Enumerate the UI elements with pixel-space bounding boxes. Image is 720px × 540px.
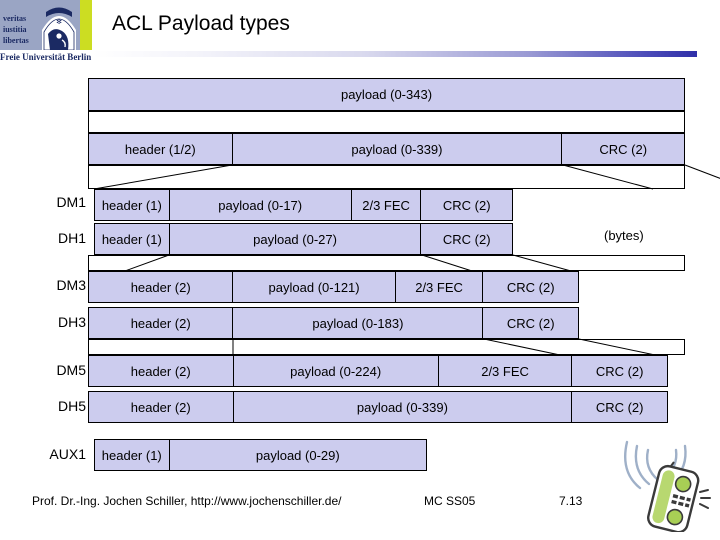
cell-overview-crc: CRC (2) <box>562 134 684 164</box>
cell-dm3-crc: CRC (2) <box>483 272 578 302</box>
cell-dm5-payload: payload (0-224) <box>233 356 439 386</box>
row-dh5: header (2) payload (0-339) CRC (2) <box>88 391 668 423</box>
row-label-dh3: DH3 <box>57 314 86 330</box>
fu-berlin-logo: veritas iustitia libertas ✻ Freie Univer… <box>0 0 92 62</box>
row-dh1: header (1) payload (0-27) CRC (2) <box>94 223 513 255</box>
band-spacer-2 <box>88 165 685 189</box>
cell-dm5-fec: 2/3 FEC <box>438 356 573 386</box>
logo-motto-line-2: iustitia <box>3 25 27 34</box>
cell-dm1-crc: CRC (2) <box>421 190 512 220</box>
cell-overview-payload: payload (0-339) <box>232 134 563 164</box>
mobile-phone-icon <box>612 432 716 534</box>
page-title: ACL Payload types <box>112 12 290 35</box>
logo-accent-stripe <box>80 0 92 50</box>
cell-aux1-payload: payload (0-29) <box>169 440 426 470</box>
band-packet-overview: header (1/2) payload (0-339) CRC (2) <box>88 133 685 165</box>
cell-overview-header: header (1/2) <box>89 134 233 164</box>
cell-aux1-header: header (1) <box>95 440 170 470</box>
footer-author: Prof. Dr.-Ing. Jochen Schiller, http://w… <box>32 494 342 508</box>
row-dm5: header (2) payload (0-224) 2/3 FEC CRC (… <box>88 355 668 387</box>
row-aux1: header (1) payload (0-29) <box>94 439 427 471</box>
connector-overview-to-dm1 <box>93 164 720 190</box>
title-divider <box>92 51 697 57</box>
cell-dm1-payload: payload (0-17) <box>169 190 352 220</box>
row-label-dh1: DH1 <box>57 230 86 246</box>
cell-dm3-payload: payload (0-121) <box>233 272 396 302</box>
svg-text:✻: ✻ <box>56 18 62 26</box>
cell-dm1-header: header (1) <box>95 190 170 220</box>
band-spacer-3 <box>88 255 685 271</box>
connector-dh1-to-dm3 <box>124 254 572 272</box>
row-dh3: header (2) payload (0-183) CRC (2) <box>88 307 579 339</box>
cell-dh5-crc: CRC (2) <box>572 392 667 422</box>
cell-dh3-crc: CRC (2) <box>483 308 578 338</box>
logo-motto-line-1: veritas <box>3 14 27 23</box>
row-label-dm1: DM1 <box>56 194 86 210</box>
row-label-aux1: AUX1 <box>49 446 86 462</box>
university-seal-icon: ✻ <box>38 0 80 50</box>
band-spacer-1 <box>88 111 685 133</box>
university-name: Freie Universität Berlin <box>0 52 92 62</box>
logo-motto: veritas iustitia libertas <box>3 13 45 46</box>
units-note: (bytes) <box>604 228 644 243</box>
row-label-dh5: DH5 <box>57 398 86 414</box>
cell-dh5-header: header (2) <box>89 392 234 422</box>
footer-course: MC SS05 <box>424 494 476 508</box>
row-label-dm5: DM5 <box>56 362 86 378</box>
cell-dh3-payload: payload (0-183) <box>233 308 484 338</box>
row-dm1: header (1) payload (0-17) 2/3 FEC CRC (2… <box>94 189 513 221</box>
cell-dm5-header: header (2) <box>89 356 234 386</box>
connector-dh3-to-dm5 <box>232 338 656 356</box>
cell-dm5-crc: CRC (2) <box>572 356 667 386</box>
logo-motto-line-3: libertas <box>3 36 29 45</box>
cell-dm1-fec: 2/3 FEC <box>351 190 422 220</box>
row-label-dm3: DM3 <box>56 277 86 293</box>
band-spacer-4 <box>88 339 685 355</box>
band-payload-total: payload (0-343) <box>88 78 685 111</box>
slide-footer: Prof. Dr.-Ing. Jochen Schiller, http://w… <box>0 494 720 516</box>
cell-dm3-header: header (2) <box>89 272 234 302</box>
cell-payload-total: payload (0-343) <box>89 79 684 110</box>
cell-dh3-header: header (2) <box>89 308 234 338</box>
cell-dm3-fec: 2/3 FEC <box>395 272 484 302</box>
cell-dh1-crc: CRC (2) <box>421 224 512 254</box>
cell-dh5-payload: payload (0-339) <box>233 392 573 422</box>
footer-page-number: 7.13 <box>559 494 583 508</box>
cell-spacer-1 <box>89 112 684 132</box>
row-dm3: header (2) payload (0-121) 2/3 FEC CRC (… <box>88 271 579 303</box>
cell-dh1-payload: payload (0-27) <box>169 224 422 254</box>
cell-dh1-header: header (1) <box>95 224 170 254</box>
